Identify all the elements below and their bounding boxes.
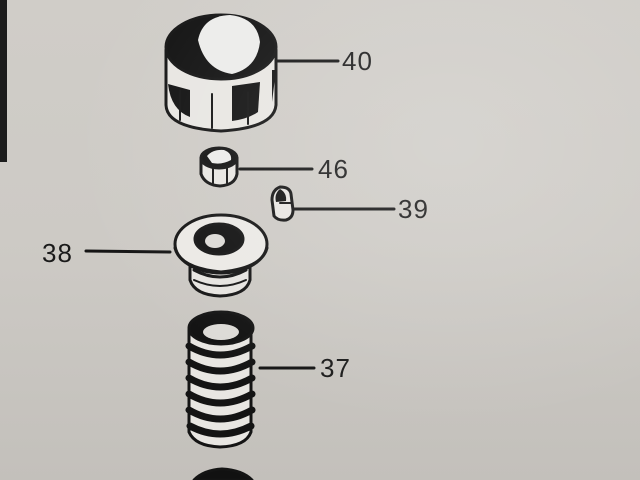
valve-cap-icon [164, 13, 340, 133]
spring-seat-icon [84, 213, 269, 298]
partial-part-icon [192, 467, 254, 480]
callout-38: 38 [42, 238, 73, 268]
callout-37: 37 [320, 353, 351, 383]
page-edge-shadow [0, 0, 7, 162]
callout-46: 46 [318, 154, 349, 184]
valve-spring-icon [185, 310, 316, 449]
valve-clip-icon [270, 185, 396, 222]
callout-39: 39 [398, 194, 429, 224]
valve-pin-icon [199, 146, 314, 188]
callout-40: 40 [342, 46, 373, 76]
